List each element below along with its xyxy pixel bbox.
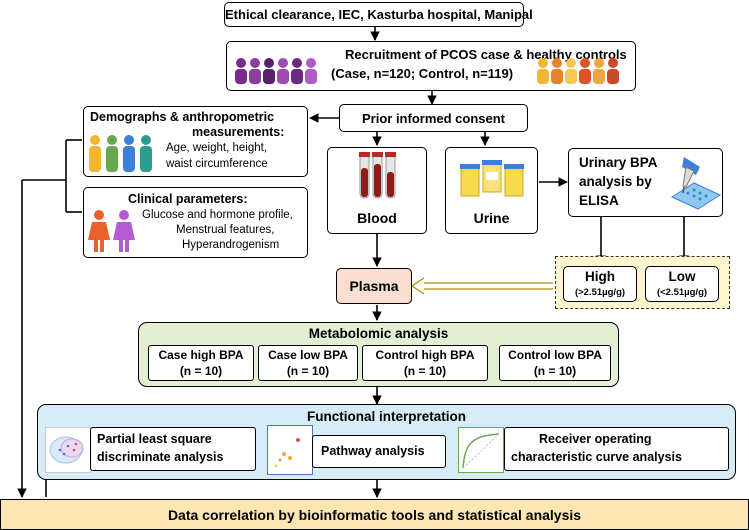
clinical-title: Clinical parameters: <box>128 192 248 206</box>
bpa-levels-group: High (>2.51µg/g) Low (<2.51µg/g) <box>555 256 730 309</box>
blood-label: Blood <box>357 210 397 226</box>
urinary-bpa-line-3: ELISA <box>579 193 619 208</box>
bpa-high-box: High (>2.51µg/g) <box>563 266 637 302</box>
functional-title: Functional interpretation <box>306 409 466 424</box>
clinical-line-1: Glucose and hormone profile, <box>142 209 293 221</box>
group-case-high-bpa: Case high BPA (n = 10) <box>148 345 254 381</box>
pathway-plot-icon <box>267 425 313 475</box>
demographics-box: Demographs & anthropometric measurements… <box>83 106 308 177</box>
pls-da-plot-icon <box>45 427 91 473</box>
recruitment-counts: (Case, n=120; Control, n=119) <box>331 66 514 81</box>
final-correlation-box: Data correlation by bioinformatic tools … <box>0 499 749 530</box>
pls-da-box: Partial least square discriminate analys… <box>90 427 256 471</box>
pls-da-line-1: Partial least square <box>97 432 212 446</box>
case-people-icon <box>235 58 317 84</box>
urinary-bpa-line-2: analysis by <box>579 174 652 189</box>
bpa-high-label: High <box>585 269 615 284</box>
bpa-low-range: (<2.51µg/g) <box>656 287 708 298</box>
women-icon <box>88 210 135 252</box>
recruitment-box: Recruitment of PCOS case & healthy contr… <box>226 41 636 91</box>
consent-text: Prior informed consent <box>361 111 506 126</box>
plasma-box: Plasma <box>336 268 412 304</box>
group-n: (n = 10) <box>533 364 577 378</box>
pathway-line-1: Pathway analysis <box>321 444 425 458</box>
bpa-high-range: (>2.51µg/g) <box>574 287 626 298</box>
pipette-plate-icon <box>670 157 722 210</box>
demographics-line-1: Age, weight, height, <box>166 142 268 154</box>
group-n: (n = 10) <box>403 364 447 378</box>
urine-cups-icon <box>460 160 524 197</box>
roc-line-1: Receiver operating <box>539 432 652 446</box>
metabolomic-panel: Metabolomic analysis Case high BPA (n = … <box>138 322 619 387</box>
group-case-low-bpa: Case low BPA (n = 10) <box>258 345 358 381</box>
bpa-low-label: Low <box>668 269 696 284</box>
control-people-icon <box>537 58 619 84</box>
group-n: (n = 10) <box>286 364 330 378</box>
blood-tubes-icon <box>359 152 396 199</box>
plasma-label: Plasma <box>349 278 399 294</box>
ethical-clearance-box: Ethical clearance, IEC, Kasturba hospita… <box>224 2 533 27</box>
demographics-title: Demographs & anthropometric <box>90 110 275 124</box>
urinary-bpa-box: Urinary BPA analysis by ELISA <box>568 148 723 217</box>
roc-curve-icon <box>458 427 504 473</box>
bpa-low-box: Low (<2.51µg/g) <box>645 266 719 302</box>
blood-box: Blood <box>327 147 427 234</box>
group-name: Case low BPA <box>268 348 348 362</box>
final-correlation-text: Data correlation by bioinformatic tools … <box>167 507 582 523</box>
pls-da-line-2: discriminate analysis <box>97 450 224 464</box>
demographics-title-2: measurements: <box>192 125 285 139</box>
clinical-line-3: Hyperandrogenism <box>182 239 280 251</box>
group-name: Control high BPA <box>375 348 475 362</box>
group-name: Control low BPA <box>508 348 602 362</box>
group-n: (n = 10) <box>179 364 223 378</box>
pathway-box: Pathway analysis <box>312 435 446 468</box>
clinical-line-2: Menstrual features, <box>176 224 275 236</box>
clinical-box: Clinical parameters: Glucose and hormone… <box>83 187 308 258</box>
ethical-clearance-text: Ethical clearance, IEC, Kasturba hospita… <box>225 7 533 22</box>
functional-panel: Functional interpretation Partial least … <box>37 404 736 480</box>
group-control-high-bpa: Control high BPA (n = 10) <box>362 345 488 381</box>
metabolomic-title: Metabolomic analysis <box>308 326 449 341</box>
group-control-low-bpa: Control low BPA (n = 10) <box>499 345 611 381</box>
consent-box: Prior informed consent <box>339 104 528 132</box>
group-name: Case high BPA <box>158 348 244 362</box>
urine-box: Urine <box>445 147 538 234</box>
demographics-line-2: waist circumference <box>166 158 268 170</box>
urinary-bpa-line-1: Urinary BPA <box>579 155 658 170</box>
roc-line-2: characteristic curve analysis <box>511 450 682 464</box>
roc-box: Receiver operating characteristic curve … <box>504 427 729 471</box>
urine-label: Urine <box>473 210 510 226</box>
family-icon <box>89 135 152 172</box>
